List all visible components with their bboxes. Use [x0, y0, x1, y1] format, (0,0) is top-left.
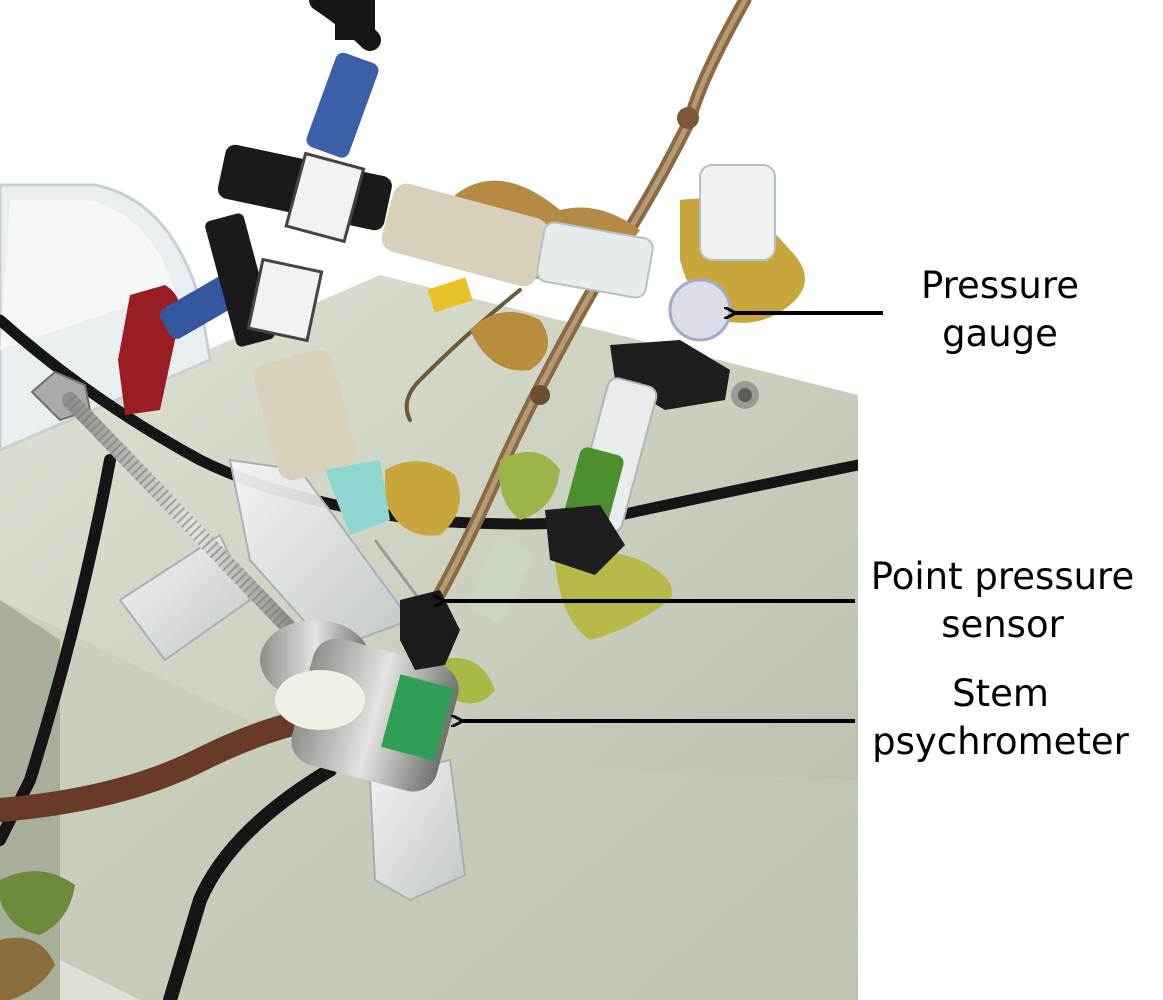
label-point-pressure-sensor-line2: sensor [941, 603, 1064, 646]
label-stem-psychrometer-line1: Stem [952, 672, 1049, 715]
label-pressure-gauge-line2: gauge [942, 312, 1058, 355]
label-stem-psychrometer-line2: psychrometer [872, 720, 1129, 763]
label-pressure-gauge: Pressure gauge [900, 262, 1100, 358]
label-pressure-gauge-line1: Pressure [921, 264, 1079, 307]
threaded-rod [30, 370, 328, 668]
label-point-pressure-sensor-line1: Point pressure [870, 555, 1135, 598]
label-point-pressure-sensor: Point pressure sensor [855, 553, 1150, 649]
photo-grapevine-sensor-setup [0, 0, 858, 1000]
cable-connectors [118, 0, 379, 415]
pressure-transducers [205, 144, 549, 601]
syringe [467, 377, 658, 623]
point-pressure-clip [400, 590, 460, 670]
three-way-valve [536, 164, 776, 410]
label-stem-psychrometer: Stem psychrometer [858, 670, 1143, 766]
stem-psychrometer-device [260, 620, 459, 792]
